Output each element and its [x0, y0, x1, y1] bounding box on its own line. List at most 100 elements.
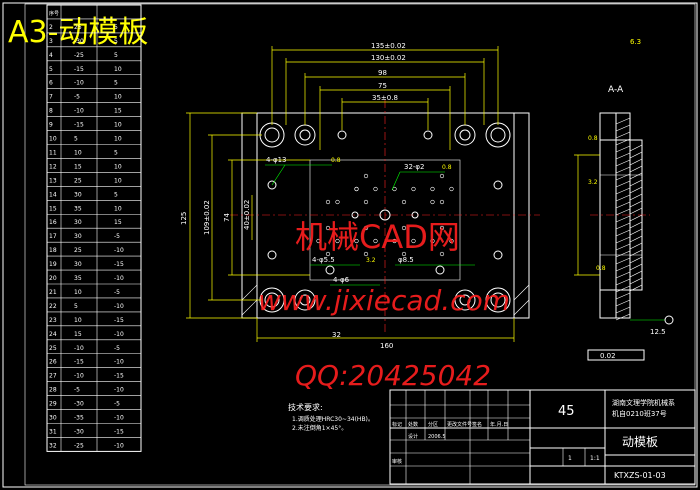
title-block-labels: 标记处数分区更改文件号签名年.月.日 — [392, 421, 508, 428]
dim-35: 35±0.8 — [372, 94, 398, 102]
hatch-line — [629, 249, 643, 257]
hatch-line — [629, 207, 643, 215]
hatch-line — [629, 151, 643, 159]
hatch-line — [615, 278, 631, 286]
datum-symbol — [664, 315, 674, 325]
table-cell: -30 — [74, 428, 84, 435]
table-cell: 35 — [74, 205, 82, 212]
hatch-line — [615, 194, 631, 202]
table-cell: 5 — [74, 136, 78, 143]
hatch-line — [615, 159, 631, 167]
inner-border — [24, 3, 696, 486]
table-cell: 10 — [114, 66, 122, 73]
tb-material: 45 — [558, 404, 575, 419]
table-cell: 11 — [49, 149, 57, 156]
table-cell: 12 — [49, 163, 57, 170]
page-title: A3-动模板 — [8, 15, 148, 50]
hatch-line — [615, 285, 631, 293]
table-cell: 30 — [74, 261, 82, 268]
hatch-line — [615, 313, 631, 321]
hatch-line — [615, 180, 631, 188]
hatch-line — [615, 117, 631, 125]
ejector-pin-grid — [316, 173, 454, 257]
ejector-pin-hole — [354, 186, 359, 192]
table-cell: 14 — [49, 191, 57, 198]
table-cell: 35 — [74, 275, 82, 282]
ejector-pin-hole — [430, 238, 435, 244]
table-cell: 25 — [74, 247, 82, 254]
table-cell: -5 — [114, 233, 120, 240]
dim-125: 125 — [180, 212, 188, 225]
table-cell: -15 — [74, 122, 84, 129]
table-cell: 30 — [49, 415, 57, 422]
watermark-qq: QQ:20425042 — [295, 359, 491, 392]
dim-98: 98 — [378, 69, 387, 77]
callout-32-phi2: 32-φ2 — [404, 163, 425, 171]
section-view — [574, 112, 650, 319]
ejector-pin-hole — [363, 225, 369, 231]
table-cell: 5 — [114, 191, 118, 198]
hatch-line — [615, 243, 631, 251]
tb-drawing-no: KTXZS-01-03 — [614, 471, 666, 480]
hatch-line — [629, 172, 643, 180]
hatch-line — [629, 277, 643, 285]
dim-130: 130±0.02 — [371, 54, 406, 62]
hatch-line — [615, 264, 631, 272]
dim-40: 40±0.02 — [243, 200, 251, 230]
hatch-line — [615, 145, 631, 153]
dim-32: 32 — [332, 331, 341, 339]
hatch-line — [615, 201, 631, 209]
table-cell: 5 — [49, 66, 53, 73]
table-cell: -10 — [114, 247, 124, 254]
table-cell: -25 — [74, 442, 84, 449]
hatch-line — [615, 124, 631, 132]
table-cell: -30 — [74, 401, 84, 408]
ejector-pin-hole — [449, 238, 454, 244]
section-roughness-2: 3.2 — [588, 179, 598, 186]
table-cell: 24 — [49, 331, 57, 338]
notes-line2: 2.未注倒角1×45°。 — [292, 424, 347, 432]
table-cell: 25 — [74, 24, 82, 31]
ejector-pin-hole — [335, 199, 340, 205]
hatch-line — [615, 271, 631, 279]
hatch-line — [615, 187, 631, 195]
table-cell: 10 — [74, 289, 82, 296]
bottom-dimensions — [256, 318, 515, 342]
table-cell: -25 — [74, 52, 84, 59]
table-cell: 19 — [49, 261, 57, 268]
table-cell: 29 — [49, 401, 57, 408]
ejector-pin-hole — [325, 199, 331, 205]
dim-74: 74 — [223, 213, 231, 222]
hatch-line — [629, 144, 643, 152]
callout-4-phi5-5: 4-φ5.5 — [312, 256, 335, 264]
hatch-line — [629, 235, 643, 243]
table-header-cell: 序号 — [49, 10, 59, 17]
table-cell: -10 — [74, 345, 84, 352]
callout-4-phi13: 4-φ13 — [266, 156, 287, 164]
title-block-lines — [389, 389, 696, 485]
hatch-line — [615, 222, 631, 230]
ejector-pin-hole — [401, 225, 407, 231]
roughness-2: 3.2 — [366, 257, 376, 264]
table-cell: -10 — [74, 108, 84, 115]
hatch-line — [629, 242, 643, 250]
table-cell: 31 — [49, 428, 57, 435]
table-cell: 5 — [114, 24, 118, 31]
left-dimensions — [186, 112, 310, 319]
hatch-line — [629, 228, 643, 236]
table-cell: -10 — [114, 387, 124, 394]
ejector-pin-hole — [439, 251, 445, 257]
hatch-line — [615, 208, 631, 216]
tb-part-name: 动模板 — [622, 435, 658, 449]
ejector-pin-hole — [354, 238, 359, 244]
roughness-3: 0.8 — [442, 164, 452, 171]
table-cell: -15 — [114, 317, 124, 324]
table-cell: 15 — [74, 331, 82, 338]
callout-lines — [265, 164, 475, 286]
table-cell: 22 — [49, 303, 57, 310]
hatch-line — [615, 173, 631, 181]
ejector-pin-hole — [373, 186, 378, 192]
table-cell: 21 — [49, 289, 57, 296]
